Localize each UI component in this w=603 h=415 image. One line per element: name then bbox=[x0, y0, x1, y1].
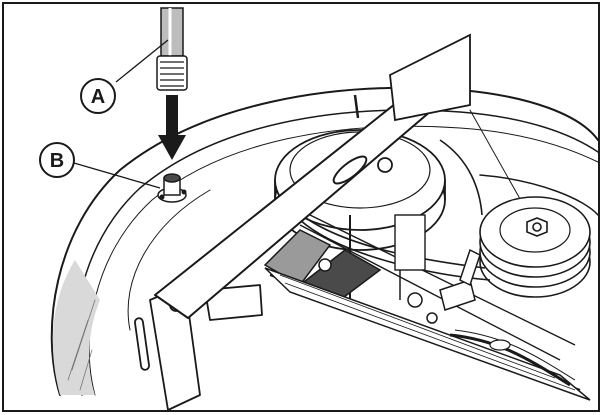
deck-right-shell bbox=[479, 174, 599, 216]
callout-a: A bbox=[80, 39, 169, 114]
callout-a-leader bbox=[115, 39, 169, 83]
idler-pulley bbox=[479, 196, 591, 298]
garden-hose bbox=[156, 7, 188, 91]
callout-b-circle bbox=[39, 142, 75, 178]
linkage-bolt-2 bbox=[407, 292, 423, 308]
callout-a-label: A bbox=[91, 86, 105, 108]
callout-b-label: B bbox=[50, 150, 64, 172]
idler-pulley-nut-hole bbox=[532, 222, 542, 232]
linkage-bolt-3 bbox=[426, 312, 438, 324]
callout-b-leader bbox=[73, 162, 161, 189]
tension-block bbox=[394, 214, 426, 271]
callout-a-circle bbox=[80, 78, 116, 114]
hose-body bbox=[160, 7, 184, 57]
hose-coupling bbox=[156, 55, 188, 91]
mower-deck bbox=[50, 86, 599, 396]
rear-tab bbox=[353, 33, 471, 122]
callout-b: B bbox=[39, 142, 161, 189]
arm-slot bbox=[332, 155, 368, 185]
lower-mechanism bbox=[263, 229, 591, 401]
bracket-slot bbox=[134, 317, 150, 371]
control-cable bbox=[449, 329, 576, 387]
washout-port bbox=[157, 173, 187, 203]
pulley-hub-nut bbox=[377, 157, 393, 173]
deck-outer-rim bbox=[50, 86, 599, 396]
deck-inner-surface bbox=[127, 189, 211, 331]
linkage-bolt-1 bbox=[318, 258, 332, 272]
washout-port-top bbox=[163, 173, 181, 183]
deck-skirt-hatch bbox=[67, 299, 96, 391]
linkage-rods bbox=[299, 214, 576, 361]
cable-end bbox=[489, 339, 511, 351]
insertion-arrow bbox=[158, 95, 186, 160]
